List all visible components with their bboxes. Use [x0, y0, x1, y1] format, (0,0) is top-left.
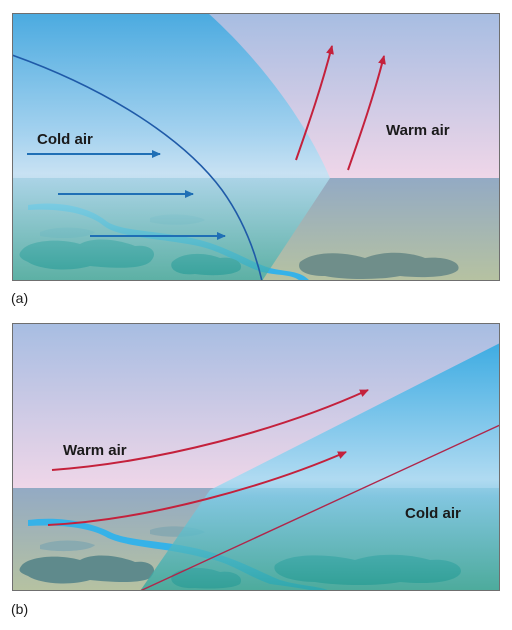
warm-arrow-2	[347, 55, 386, 171]
warm-front-line	[139, 424, 500, 591]
warm-air-label-b: Warm air	[63, 442, 127, 459]
panel-a-border	[12, 13, 500, 281]
cold-air-mass-a	[12, 13, 330, 281]
panel-b-tag: (b)	[11, 601, 29, 617]
warm-arrows-a	[295, 45, 386, 171]
warm-arrow-4	[47, 451, 347, 526]
warm-arrow-3	[51, 389, 369, 471]
warm-air-label-a: Warm air	[386, 122, 450, 139]
panel-a-tag: (a)	[11, 290, 29, 306]
panel-b	[12, 323, 500, 591]
cold-front-line	[12, 54, 263, 281]
panel-b-border	[12, 323, 500, 591]
cold-air-mass-b	[140, 343, 500, 591]
warm-arrow-1	[295, 45, 334, 161]
panel-a	[12, 13, 500, 281]
warm-arrows-b	[47, 389, 369, 526]
cold-air-label-a: Cold air	[37, 131, 93, 148]
cold-arrows-a	[27, 150, 226, 240]
cold-air-label-b: Cold air	[405, 505, 461, 522]
